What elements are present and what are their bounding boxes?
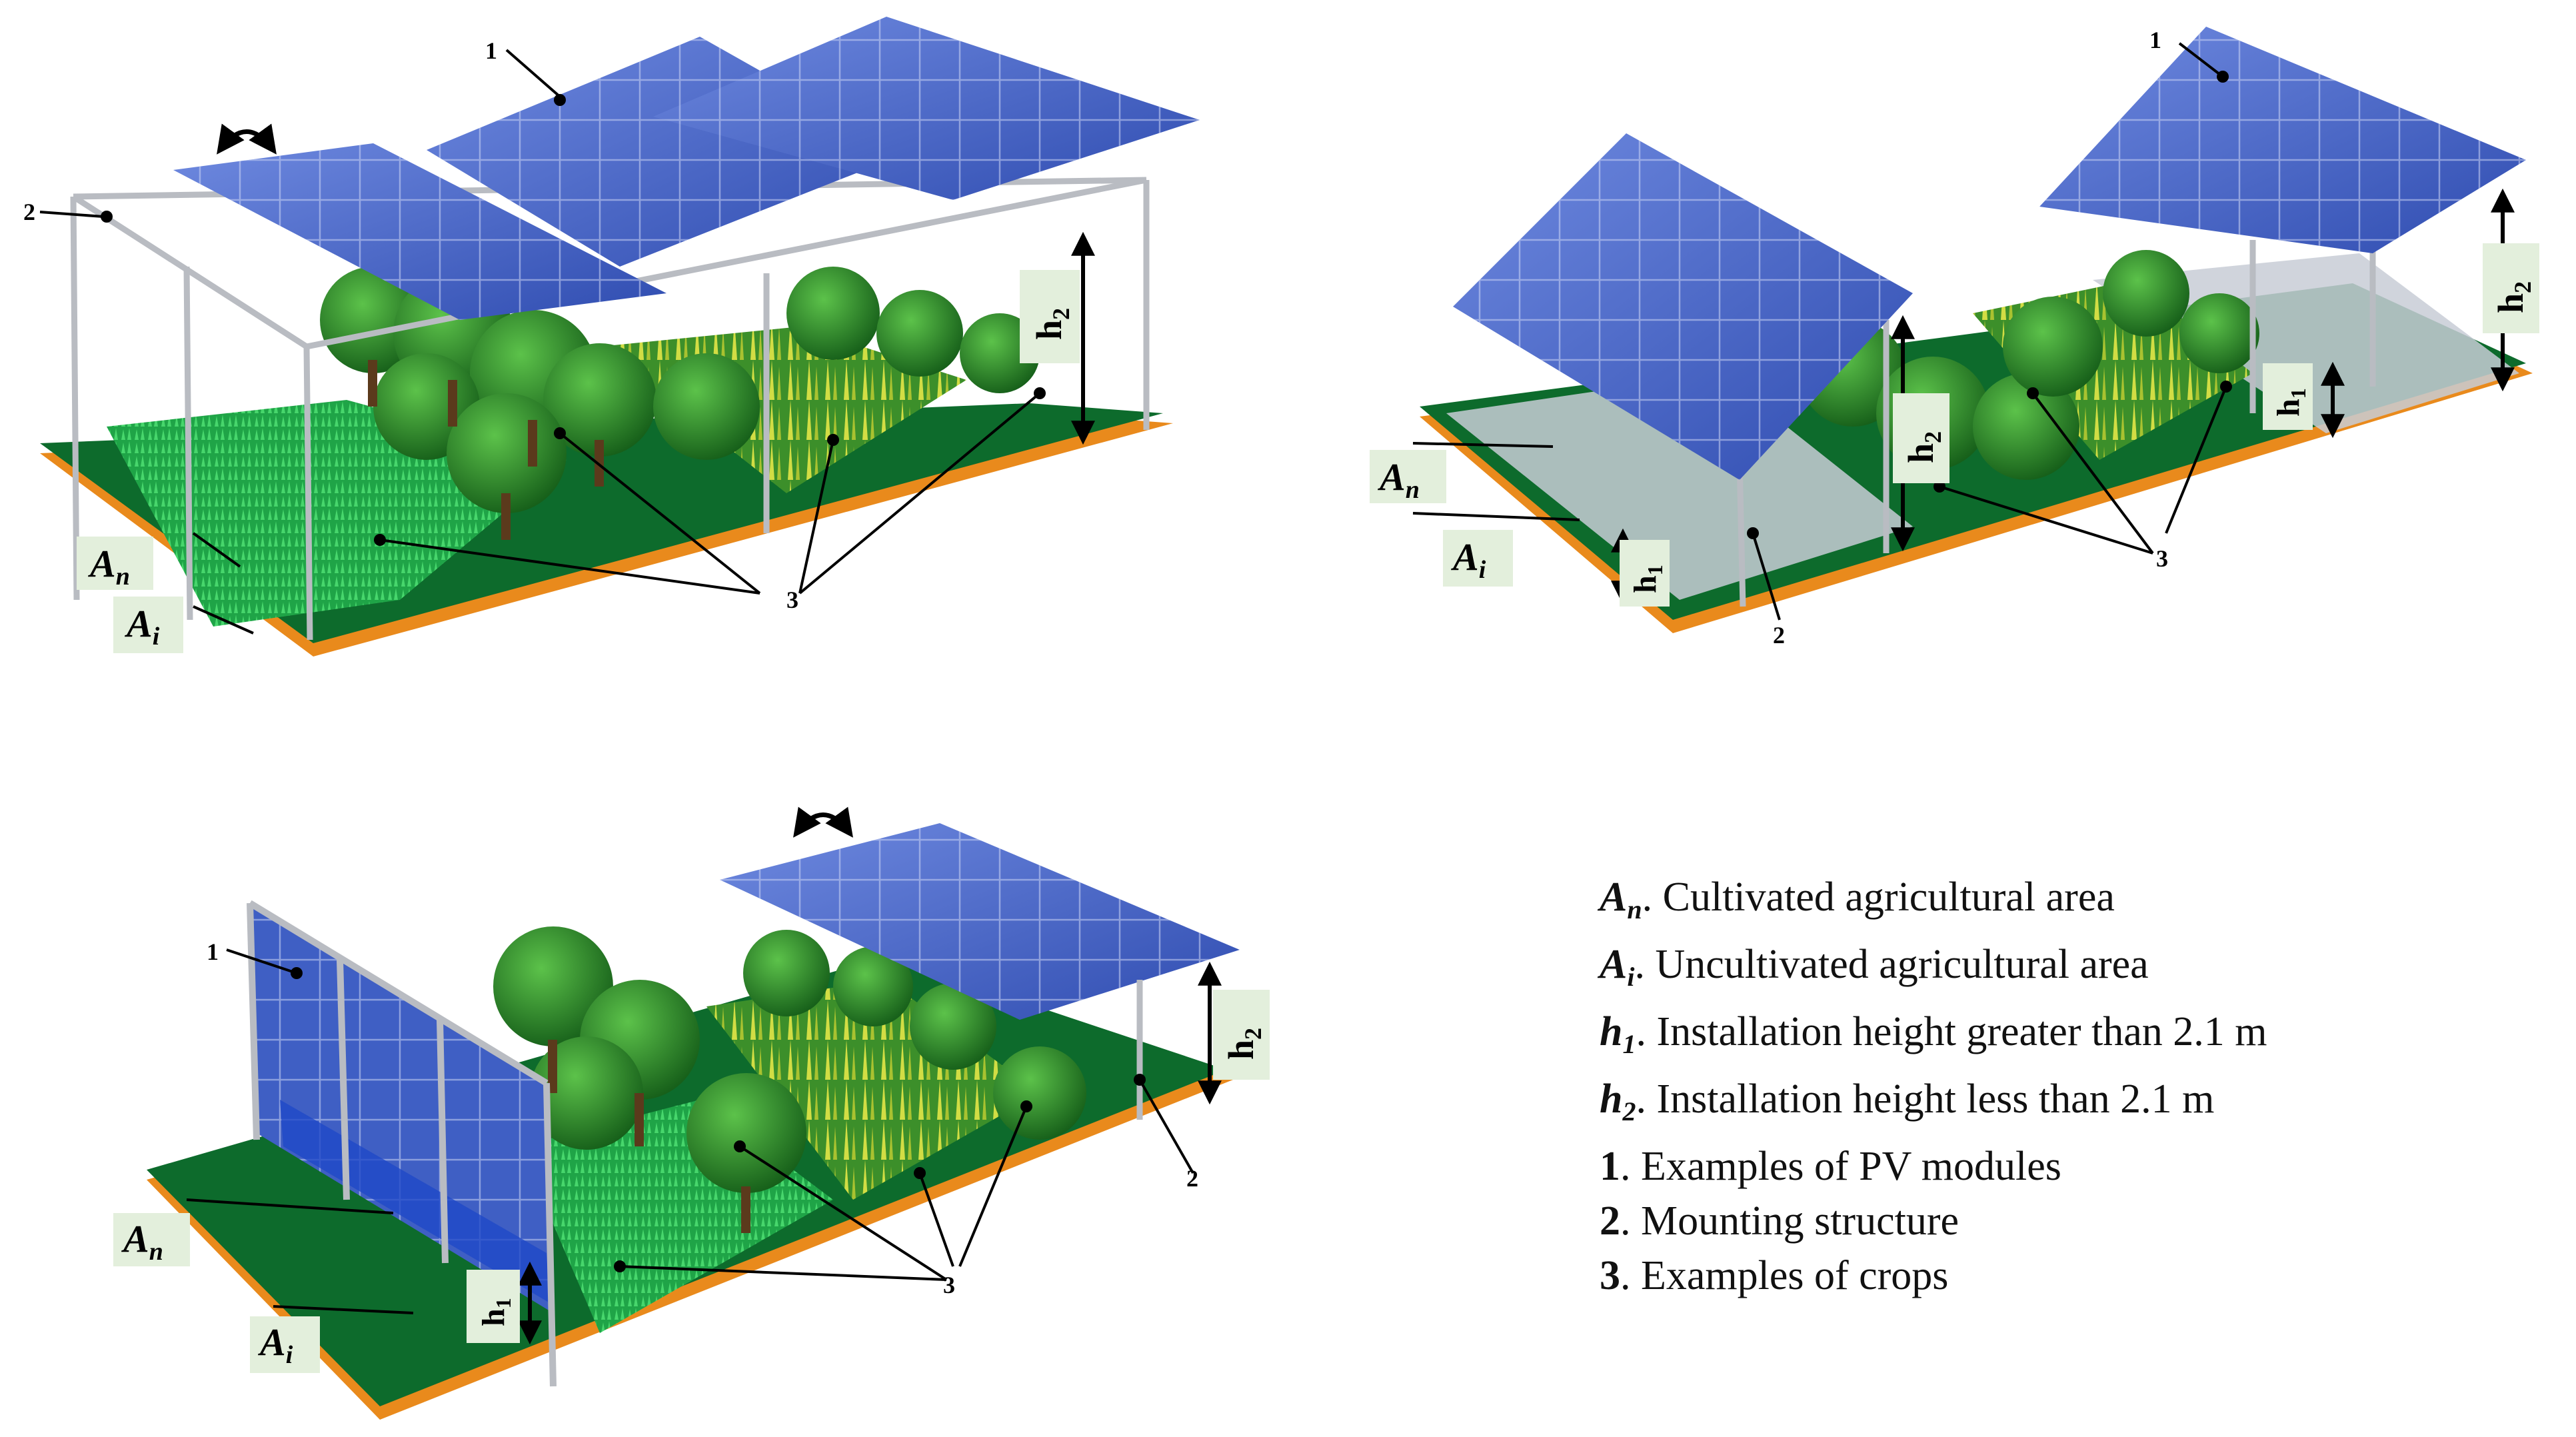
scene-2-tilted-system: 1 2 3 h2 h2 h1 h1	[1370, 27, 2539, 649]
svg-text:Ai: Ai	[1451, 535, 1486, 584]
svg-text:Ai: Ai	[258, 1320, 293, 1369]
legend-item: An. Cultivated agricultural area	[1600, 870, 2533, 937]
legend-text: . Uncultivated agricultural area	[1634, 942, 2149, 987]
label-ai: Ai	[1443, 530, 1513, 587]
scene-1-overhead-system: 1 2 3 h2 An Ai	[23, 17, 1200, 657]
legend-item: h2. Installation height less than 2.1 m	[1600, 1072, 2533, 1139]
label-h2: h2	[1893, 393, 1949, 483]
label-ai: Ai	[113, 597, 183, 653]
rotation-arrow-icon	[217, 123, 277, 155]
tree-group	[1800, 250, 2259, 480]
legend-item: 1. Examples of PV modules	[1600, 1139, 2533, 1194]
label-h1: h1	[2263, 363, 2313, 430]
label-ai: Ai	[250, 1316, 320, 1373]
callout-3: 3	[786, 587, 798, 613]
tree-group	[320, 267, 1040, 540]
svg-text:An: An	[121, 1217, 163, 1266]
callout-3: 3	[943, 1272, 955, 1298]
legend-item: 2. Mounting structure	[1600, 1194, 2533, 1248]
vertical-pv-wall	[247, 900, 557, 1387]
legend-symbol: A	[1600, 942, 1628, 987]
pv-module-array	[720, 823, 1240, 1020]
legend-item: 3. Examples of crops	[1600, 1248, 2533, 1303]
legend-item: h1. Installation height greater than 2.1…	[1600, 1004, 2533, 1072]
legend-text: . Installation height greater than 2.1 m	[1636, 1009, 2267, 1054]
callout-2: 2	[1773, 622, 1785, 649]
svg-text:Ai: Ai	[125, 602, 160, 651]
svg-text:h2: h2	[1029, 308, 1074, 340]
label-an: An	[1370, 450, 1446, 504]
callout-2: 2	[23, 199, 35, 225]
callout-1: 1	[207, 938, 219, 965]
callout-1: 1	[2149, 27, 2161, 53]
svg-text:h2: h2	[1901, 431, 1946, 463]
legend-symbol: 2	[1600, 1198, 1620, 1244]
legend-subscript: 1	[1622, 1029, 1636, 1059]
leader-lines	[39, 49, 1041, 635]
legend-text: . Examples of crops	[1620, 1253, 1949, 1298]
legend-text: . Installation height less than 2.1 m	[1636, 1076, 2215, 1122]
svg-text:h1: h1	[2271, 388, 2310, 417]
callout-dots	[101, 94, 1046, 546]
label-h2: h2	[2483, 243, 2539, 333]
rotation-arrow-icon	[793, 806, 853, 838]
legend-symbol: h	[1600, 1009, 1623, 1054]
svg-text:An: An	[1378, 455, 1420, 504]
label-h2: h2	[1213, 990, 1270, 1080]
legend-text: . Cultivated agricultural area	[1642, 874, 2115, 920]
legend-symbol: A	[1600, 874, 1628, 920]
callout-3: 3	[2156, 545, 2168, 572]
label-an: An	[113, 1213, 190, 1266]
legend-text: . Mounting structure	[1620, 1198, 1959, 1244]
tree-trunks	[548, 1040, 750, 1233]
pv-module-array	[173, 17, 1200, 320]
label-an: An	[77, 537, 153, 591]
pv-module-array	[1453, 27, 2526, 480]
legend-symbol: 1	[1600, 1144, 1620, 1189]
scene-3-vertical-and-overhead: 1 2 3 h2 h1 An Ai	[113, 806, 1270, 1420]
svg-text:h1: h1	[1628, 565, 1667, 593]
svg-text:h2: h2	[1221, 1028, 1266, 1060]
callout-dots	[291, 967, 1146, 1272]
legend-subscript: i	[1627, 962, 1635, 992]
svg-text:h1: h1	[476, 1298, 515, 1326]
leader-lines	[186, 948, 1194, 1314]
shadow-strip	[2093, 253, 2519, 433]
label-h2: h2	[1020, 270, 1080, 363]
legend-item: Ai. Uncultivated agricultural area	[1600, 937, 2533, 1004]
legend-symbol: 3	[1600, 1253, 1620, 1298]
shadow-strip	[1446, 373, 1913, 600]
callout-2: 2	[1186, 1165, 1198, 1192]
callout-dots	[1747, 71, 2232, 539]
tree-group	[493, 926, 1086, 1193]
leader-lines	[1412, 42, 2227, 621]
label-h1: h1	[1620, 540, 1670, 607]
legend-text: . Examples of PV modules	[1620, 1144, 2061, 1189]
legend-subscript: n	[1627, 894, 1642, 924]
legend-subscript: 2	[1622, 1096, 1636, 1126]
callout-1: 1	[485, 37, 497, 64]
svg-text:h2: h2	[2491, 281, 2536, 313]
label-h1: h1	[467, 1270, 520, 1343]
svg-text:An: An	[88, 542, 130, 591]
legend-symbol: h	[1600, 1076, 1623, 1122]
